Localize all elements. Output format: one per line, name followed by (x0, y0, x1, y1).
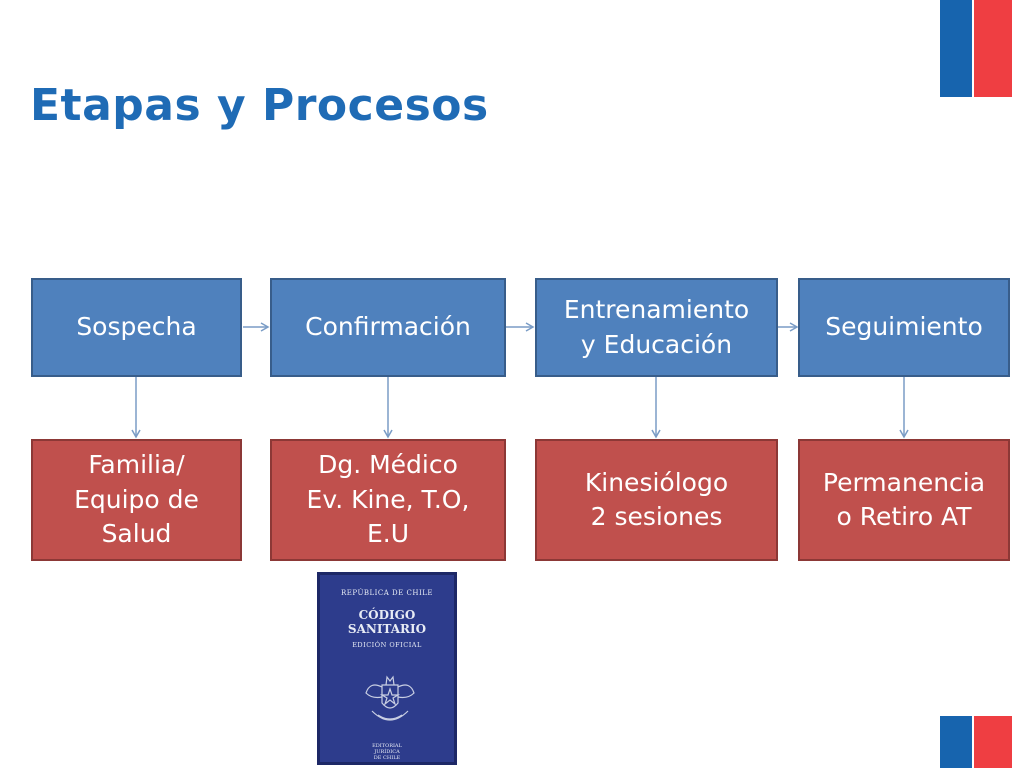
detail-dg-medico: Dg. Médico Ev. Kine, T.O, E.U (270, 439, 506, 561)
stage-entrenamiento: Entrenamiento y Educación (535, 278, 778, 377)
detail-permanencia: Permanencia o Retiro AT (798, 439, 1010, 561)
codigo-sanitario-book-image: REPÚBLICA DE CHILE CÓDIGO SANITARIO EDIC… (317, 572, 457, 765)
detail-familia-equipo: Familia/ Equipo de Salud (31, 439, 242, 561)
chile-flag-bottom-icon (940, 716, 1014, 768)
coat-of-arms-icon (365, 675, 415, 721)
stage-seguimiento: Seguimiento (798, 278, 1010, 377)
stage-sospecha: Sospecha (31, 278, 242, 377)
chile-flag-top-icon (940, 0, 1014, 97)
book-edition: EDICIÓN OFICIAL (352, 640, 422, 649)
page-title: Etapas y Procesos (30, 80, 489, 131)
detail-kinesiologo: Kinesiólogo 2 sesiones (535, 439, 778, 561)
book-publisher: EDITORIAL JURÍDICA DE CHILE (372, 743, 402, 761)
book-republic: REPÚBLICA DE CHILE (341, 589, 433, 597)
book-title: CÓDIGO SANITARIO (347, 608, 427, 636)
stage-confirmacion: Confirmación (270, 278, 506, 377)
